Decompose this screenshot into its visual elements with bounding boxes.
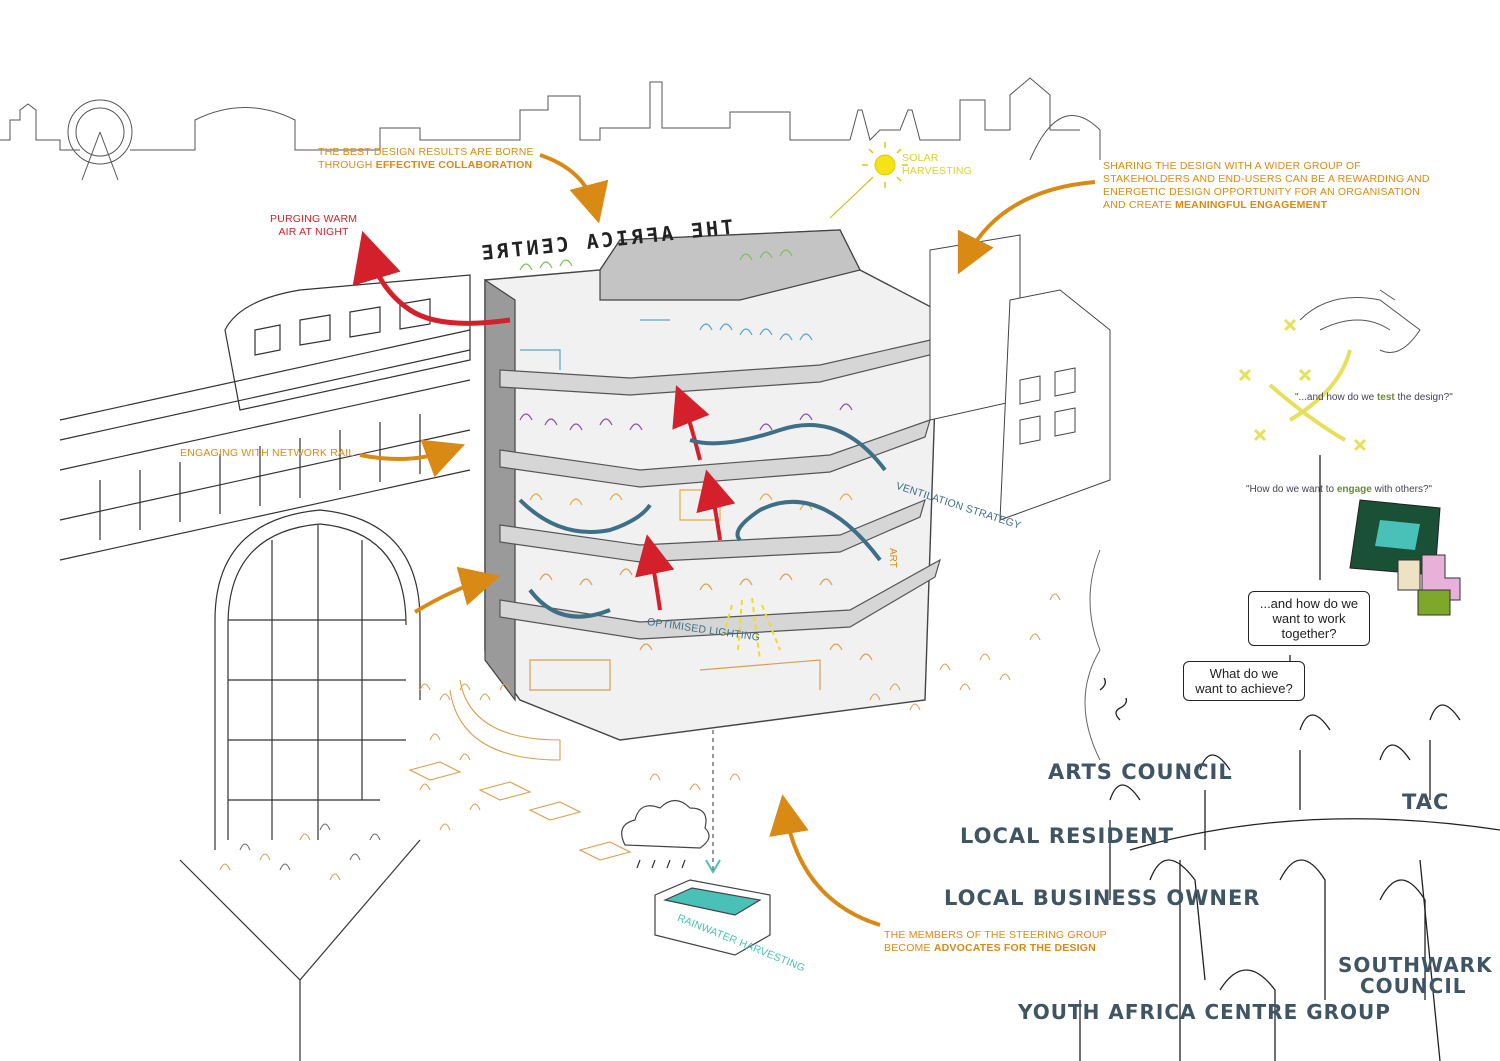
test-design-people	[1299, 289, 1421, 353]
arched-window-building	[179, 509, 421, 1061]
stakeholder-youth-africa-centre-group: YOUTH AFRICA CENTRE GROUP	[1018, 1000, 1391, 1024]
building-section	[484, 229, 1111, 741]
advocates-note: THE MEMBERS OF THE STEERING GROUP BECOME…	[884, 929, 1107, 954]
puzzle-pieces	[1349, 499, 1461, 616]
art-sign: ART	[887, 548, 898, 568]
test-design-quote: "...and how do we test the design?"	[1295, 392, 1453, 403]
work-together-bubble: ...and how do we want to work together?	[1248, 591, 1370, 646]
stakeholder-local-resident: LOCAL RESIDENT	[960, 824, 1174, 848]
achieve-bubble: What do we want to achieve?	[1183, 661, 1305, 701]
solar-harvesting-note: SOLAR HARVESTING	[902, 152, 973, 177]
ventilation-arrows	[518, 423, 887, 619]
stakeholder-tac: TAC	[1402, 790, 1450, 814]
stakeholder-arts-council: ARTS COUNCIL	[1048, 760, 1233, 784]
rail-viaduct	[59, 274, 471, 561]
cloud-icon	[621, 799, 710, 849]
plaza-crowd	[219, 593, 1061, 881]
test-design-sketch	[1238, 318, 1367, 452]
rainwater-tank	[621, 730, 771, 956]
london-eye-icon	[67, 99, 133, 165]
sun-icon	[829, 142, 908, 219]
london-skyline	[0, 77, 1101, 181]
meeting-table-sketch	[1079, 455, 1500, 1061]
plaza-crowd-grey	[239, 549, 1101, 871]
light-rays	[721, 597, 781, 661]
stakeholder-southwark: SOUTHWARK	[1338, 953, 1493, 977]
annotation-arrows	[359, 153, 1096, 927]
collaboration-note: THE BEST DESIGN RESULTS ARE BORNE THROUG…	[318, 146, 534, 171]
stakeholder-council: COUNCIL	[1360, 974, 1467, 998]
engage-quote: "How do we want to engage with others?"	[1246, 484, 1433, 495]
network-rail-note: ENGAGING WITH NETWORK RAIL	[180, 447, 355, 459]
purging-note: PURGING WARM AIR AT NIGHT	[270, 213, 358, 238]
sharing-design-note: SHARING THE DESIGN WITH A WIDER GROUP OF…	[1103, 160, 1430, 211]
purge-arrows	[352, 230, 736, 611]
stakeholder-local-business-owner: LOCAL BUSINESS OWNER	[944, 886, 1261, 910]
